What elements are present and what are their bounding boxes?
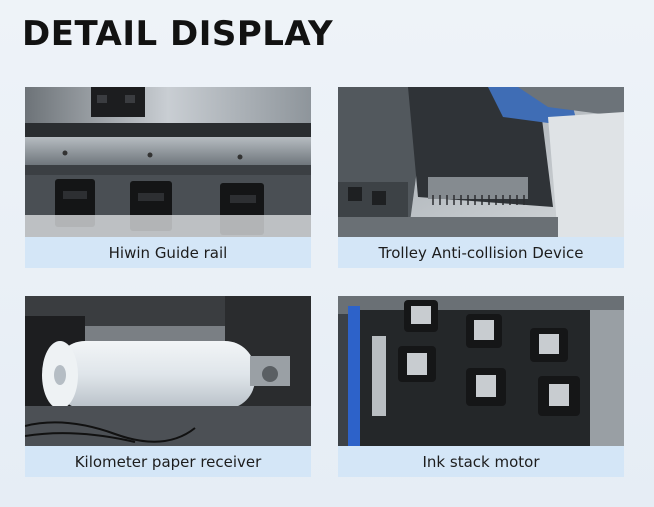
detail-card-ink-stack: Ink stack motor bbox=[338, 296, 624, 477]
page-title: DETAIL DISPLAY bbox=[22, 14, 334, 54]
detail-card-guide-rail: Hiwin Guide rail bbox=[25, 87, 311, 268]
card-caption: Hiwin Guide rail bbox=[25, 237, 311, 268]
ink-stack-photo bbox=[338, 296, 624, 446]
card-caption: Trolley Anti-collision Device bbox=[338, 237, 624, 268]
guide-rail-photo bbox=[25, 87, 311, 237]
detail-card-paper-receiver: Kilometer paper receiver bbox=[25, 296, 311, 477]
card-caption: Ink stack motor bbox=[338, 446, 624, 477]
paper-receiver-photo bbox=[25, 296, 311, 446]
anti-collision-photo bbox=[338, 87, 624, 237]
card-caption: Kilometer paper receiver bbox=[25, 446, 311, 477]
detail-card-anti-collision: Trolley Anti-collision Device bbox=[338, 87, 624, 268]
